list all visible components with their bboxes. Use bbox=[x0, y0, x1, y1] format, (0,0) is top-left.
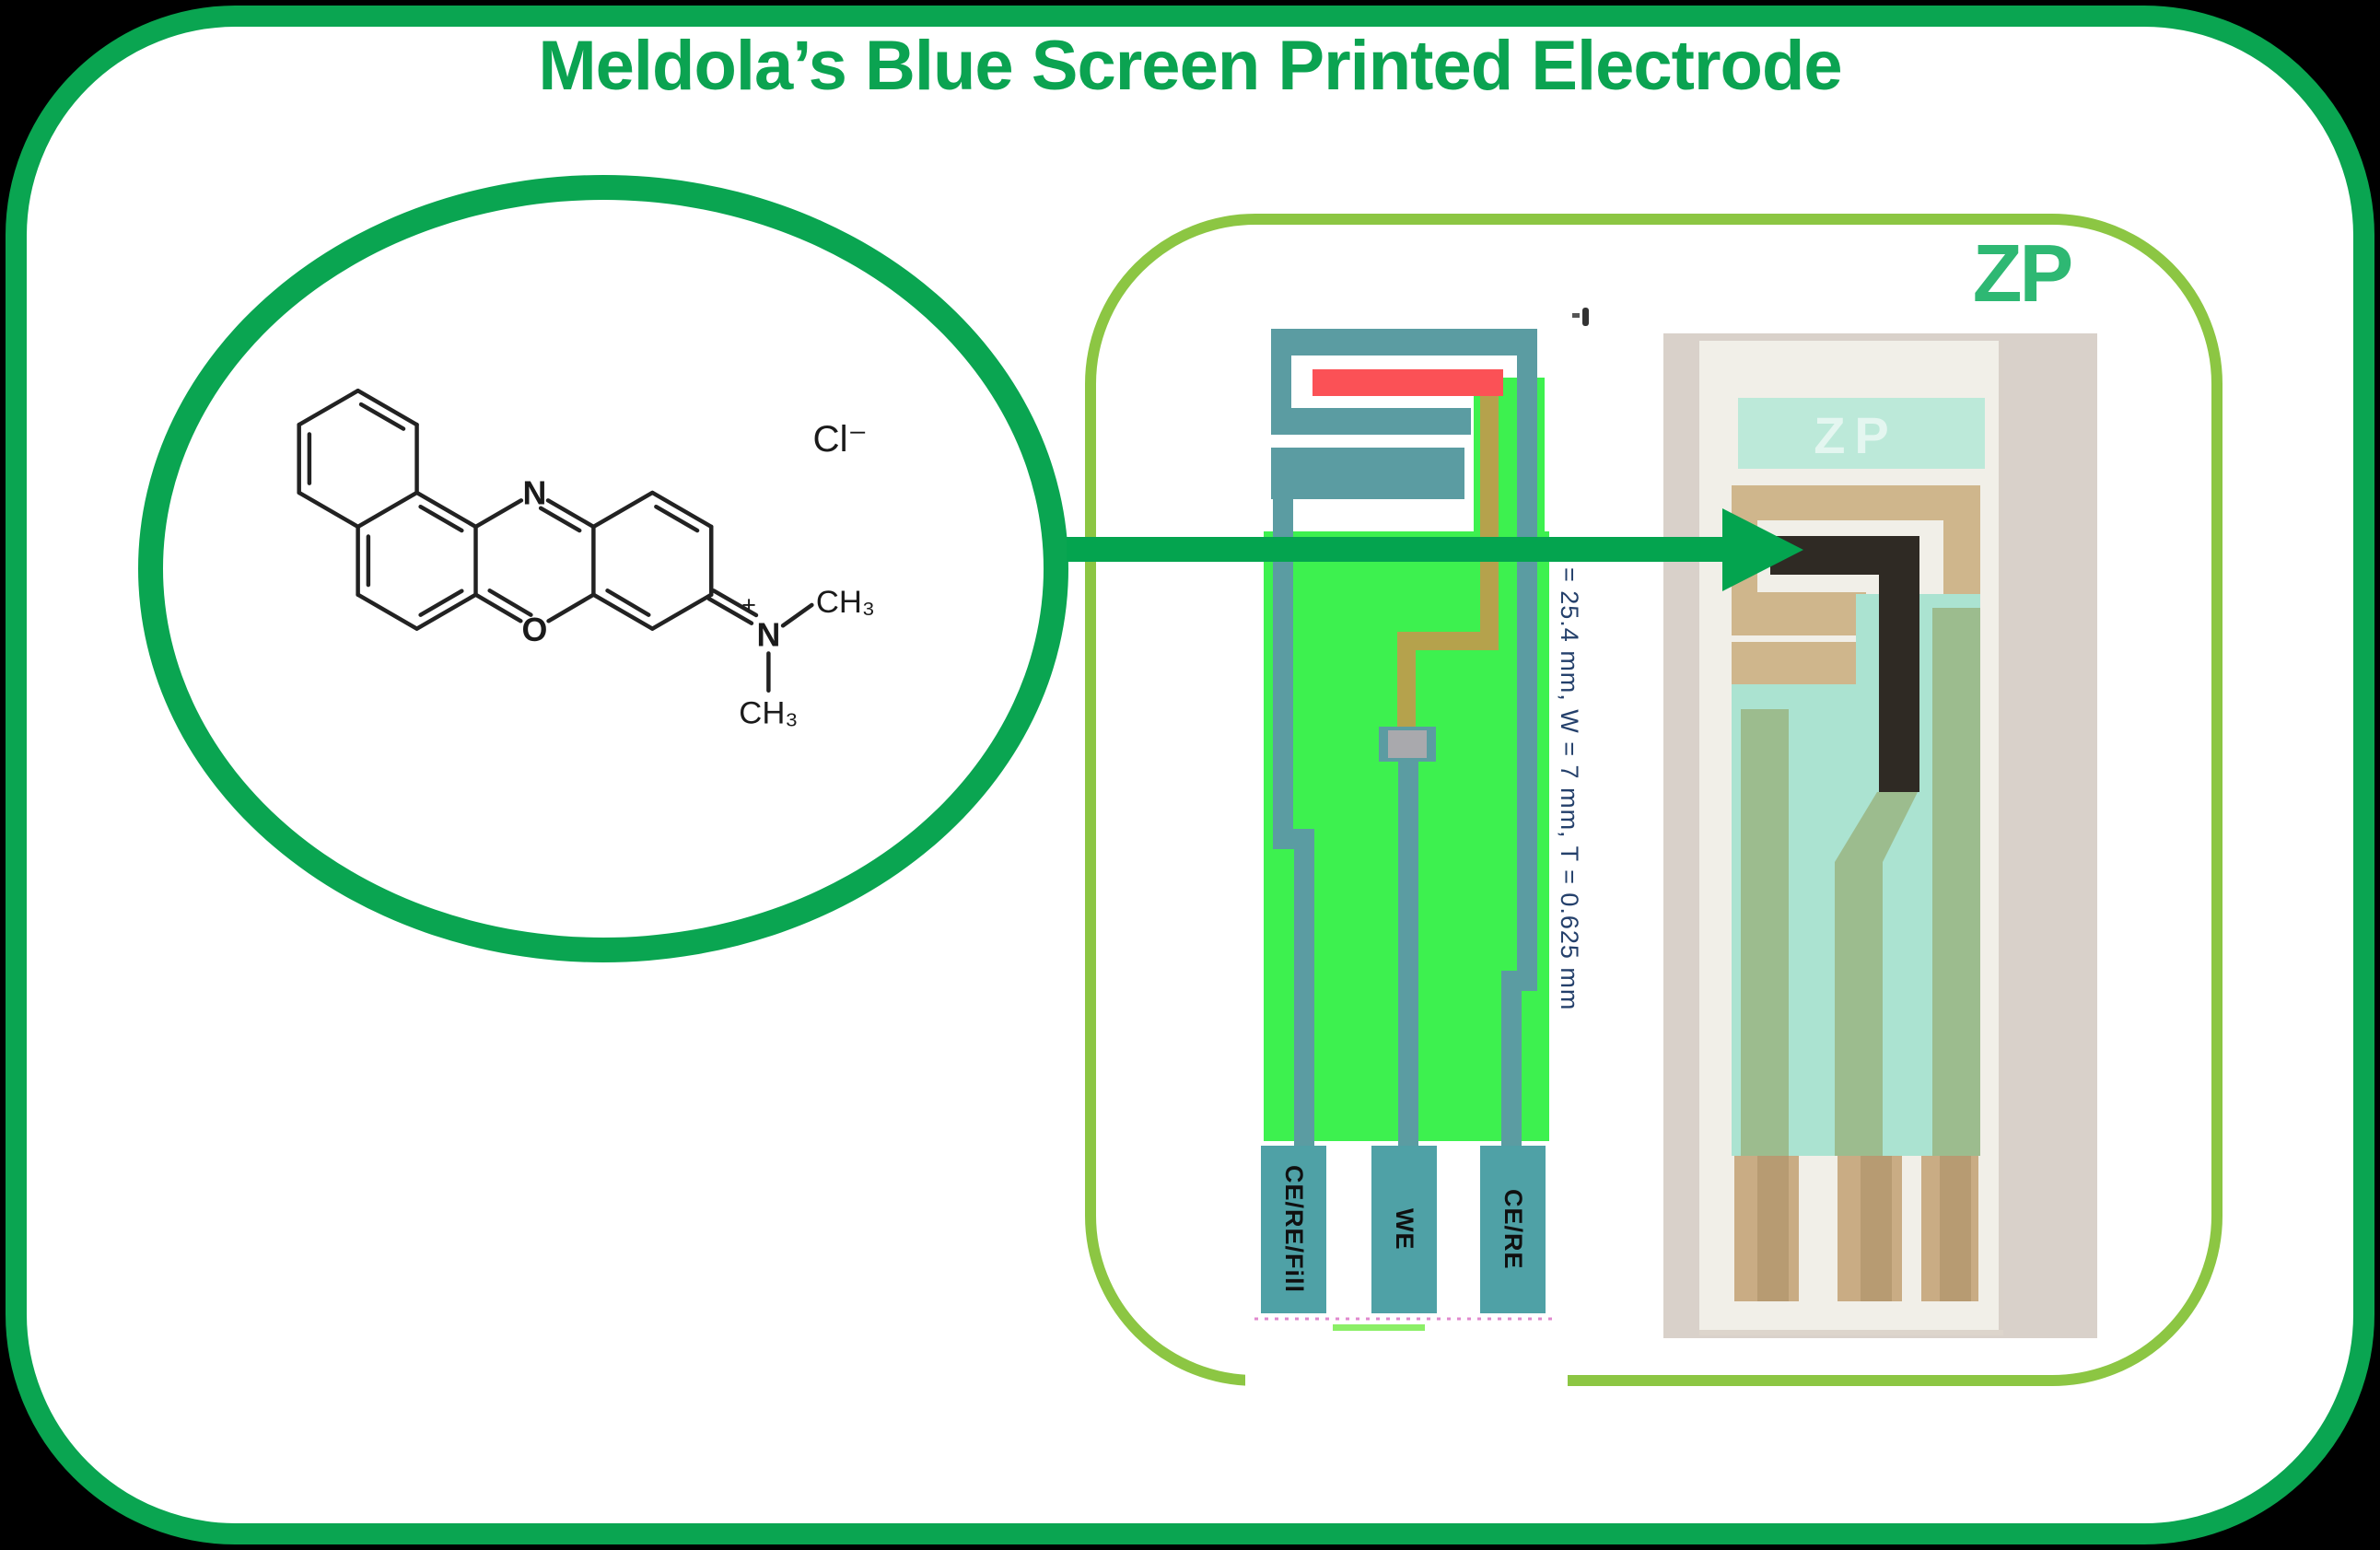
pad-label-ce-re-fill: CE/RE/Fill bbox=[1280, 1165, 1308, 1294]
pad-label-ce-re: CE/RE bbox=[1499, 1189, 1527, 1270]
meldola-blue-structure: N O Cl⁻ + N CH₃ CH₃ bbox=[297, 388, 875, 731]
arrow-right-icon bbox=[1722, 508, 1803, 591]
chloride-label: Cl⁻ bbox=[813, 418, 868, 460]
dimension-note: = 25.4 mm, W = 7 mm, T = 0.625 mm bbox=[1556, 567, 1583, 1011]
ring-oxygen-label: O bbox=[522, 612, 548, 648]
photo-zp-watermark: ZP bbox=[1814, 405, 1898, 464]
methyl-upper-label: CH₃ bbox=[816, 585, 875, 620]
electrode-photo bbox=[1663, 333, 2097, 1338]
zp-logo: ZP bbox=[1972, 227, 2073, 319]
arrow-right-icon bbox=[1067, 537, 1724, 562]
amine-nitrogen-label: N bbox=[756, 617, 780, 654]
charge-plus-label: + bbox=[741, 591, 756, 619]
methyl-lower-label: CH₃ bbox=[739, 696, 798, 731]
clipped-text-mark bbox=[1582, 308, 1589, 326]
clipped-text-mark bbox=[1572, 313, 1580, 318]
electrode-schematic bbox=[1245, 317, 1568, 1391]
pad-label-we: WE bbox=[1391, 1208, 1418, 1251]
page-title: Meldola’s Blue Screen Printed Electrode bbox=[538, 27, 1842, 105]
ring-nitrogen-label: N bbox=[523, 474, 547, 511]
